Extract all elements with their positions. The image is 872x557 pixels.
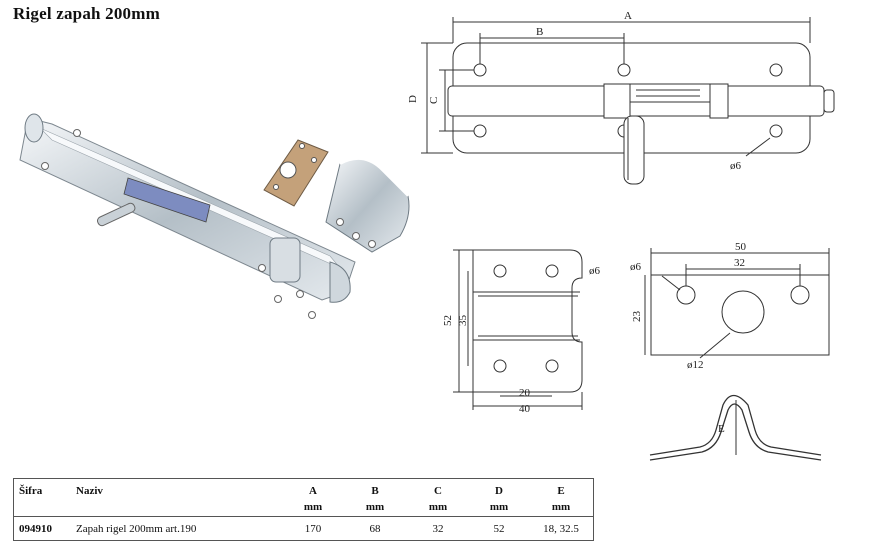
header-a-label: A [309,485,317,497]
row-b: 68 [369,523,381,535]
plate-inner-width-label: 20 [519,387,531,399]
header-name: Naziv [76,485,103,497]
keeper-technical-drawing [644,248,830,359]
plate-inner-height-label: 35 [457,315,469,327]
keeper-inner-width-label: 32 [734,257,745,269]
plate-technical-drawing [453,249,583,410]
header-d-unit: mm [489,501,509,513]
row-e: 18, 32.5 [543,523,579,535]
header-b: B mm [345,485,405,513]
dim-d-label: D [407,95,419,103]
row-code: 094910 [19,523,52,535]
dim-a-label: A [624,10,632,22]
row-name: Zapah rigel 200mm art.190 [76,523,197,535]
dim-b-label: B [536,26,543,38]
bracket-profile-drawing [649,394,822,461]
table-row: 094910 Zapah rigel 200mm art.190 170 68 … [14,517,593,541]
keeper-big-hole-label: ø12 [687,359,704,371]
header-d: D mm [469,485,529,513]
header-c-unit: mm [428,501,448,513]
header-a-unit: mm [303,501,323,513]
row-d: 52 [493,523,505,535]
row-c: 32 [432,523,444,535]
bracket-height-label: E [718,423,725,435]
row-a: 170 [304,523,322,535]
header-code: Šifra [19,485,43,497]
plate-hole-label: ø6 [589,265,601,277]
keeper-height-label: 23 [631,311,643,323]
keeper-width-label: 50 [735,241,747,253]
strike-plate-photo [263,139,329,207]
page-title: Rigel zapah 200mm [13,4,160,23]
plate-width-label: 40 [519,403,531,415]
keeper-small-hole-label: ø6 [630,261,642,273]
hole-diameter-label: ø6 [730,160,742,172]
header-e-unit: mm [551,501,571,513]
header-d-label: D [495,485,503,497]
bolt-photo [19,113,356,319]
header-b-unit: mm [365,501,385,513]
table-header: Šifra Naziv A mm B mm C mm D mm E mm [14,479,593,517]
header-a: A mm [283,485,343,513]
header-c: C mm [408,485,468,513]
header-c-label: C [434,485,442,497]
bolt-technical-drawing [421,17,835,185]
dim-c-label: C [428,97,440,104]
header-e-label: E [557,485,565,497]
keeper-bracket-photo [325,157,410,253]
spec-table: Šifra Naziv A mm B mm C mm D mm E mm 094… [13,478,594,541]
plate-height-label: 52 [442,315,454,326]
header-b-label: B [371,485,379,497]
header-e: E mm [531,485,591,513]
